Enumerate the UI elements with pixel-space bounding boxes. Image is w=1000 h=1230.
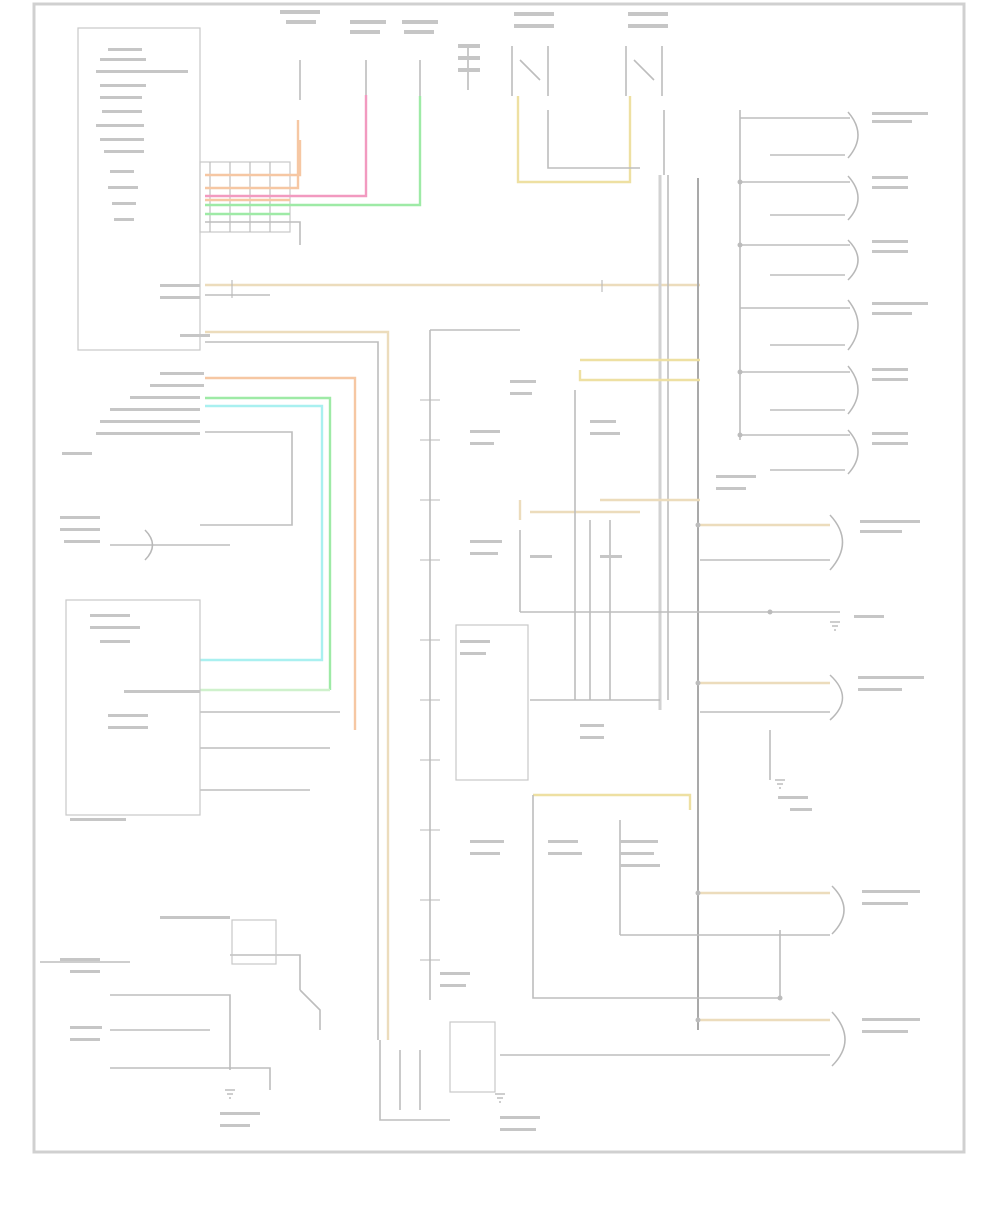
turn-signal-bus <box>205 280 700 298</box>
rear-combination-lamps <box>500 885 920 1067</box>
hazard-switch <box>511 46 665 184</box>
body-control-module <box>77 27 201 351</box>
hazard-switch-lower <box>40 916 540 1131</box>
front-turn-signal-lamps <box>740 111 928 475</box>
side-turn-signal-lamps <box>520 510 924 811</box>
lower-module <box>470 793 781 999</box>
junction-dots <box>695 179 783 1023</box>
diagram-frame <box>32 2 966 1154</box>
combination-meter <box>460 358 756 739</box>
fuse-block-top <box>280 10 668 72</box>
turn-signal-flasher <box>420 329 529 1093</box>
combination-switch <box>60 284 390 1040</box>
ground-points <box>225 621 840 1103</box>
wire-harness-top <box>205 46 469 245</box>
